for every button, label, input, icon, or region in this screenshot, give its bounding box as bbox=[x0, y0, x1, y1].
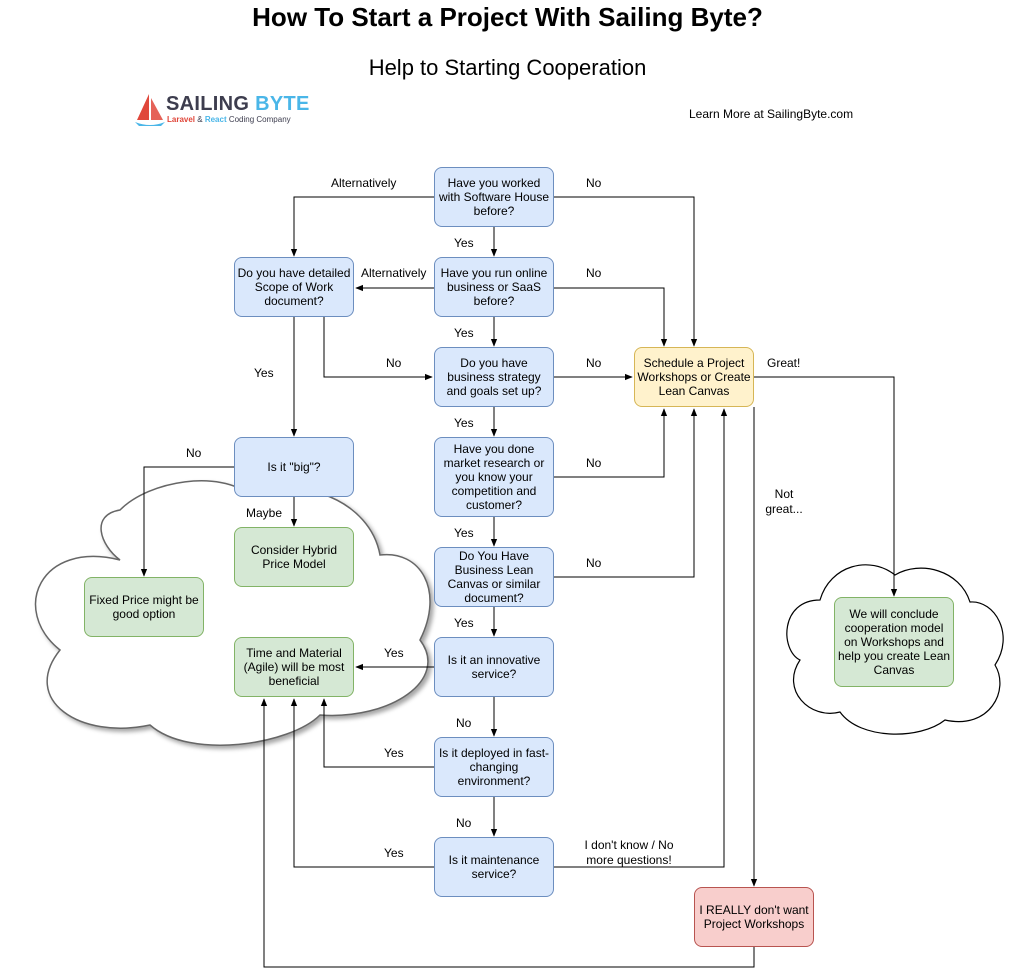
edge-label-no: No bbox=[386, 356, 402, 370]
question-scope-of-work: Do you have detailed Scope of Work docum… bbox=[234, 257, 354, 317]
edge-label-no: No bbox=[586, 176, 602, 190]
edge-label-dont-know: I don't know / No more questions! bbox=[584, 838, 674, 867]
edge-label-no: No bbox=[586, 266, 602, 280]
question-worked-with-software-house: Have you worked with Software House befo… bbox=[434, 167, 554, 227]
edge-label-alternatively: Alternatively bbox=[331, 176, 397, 190]
edge-label-maybe: Maybe bbox=[246, 506, 283, 520]
question-run-online-business: Have you run online business or SaaS bef… bbox=[434, 257, 554, 317]
sailing-byte-logo: SAILING BYTE Laravel & React Coding Comp… bbox=[133, 92, 313, 132]
question-business-strategy: Do you have business strategy and goals … bbox=[434, 347, 554, 407]
schedule-workshops-node: Schedule a Project Workshops or Create L… bbox=[634, 347, 754, 407]
sail-icon bbox=[135, 94, 165, 126]
edge-label-no: No bbox=[586, 356, 602, 370]
edge-label-yes: Yes bbox=[454, 236, 474, 250]
edge-label-yes: Yes bbox=[454, 616, 474, 630]
logo-tagline: Laravel & React Coding Company bbox=[167, 115, 291, 124]
page-title: How To Start a Project With Sailing Byte… bbox=[252, 2, 763, 32]
edge-label-no: No bbox=[586, 556, 602, 570]
edge-label-no: No bbox=[186, 446, 202, 460]
page-subtitle: Help to Starting Cooperation bbox=[368, 55, 647, 80]
edge-label-yes: Yes bbox=[384, 746, 404, 760]
edge-label-no: No bbox=[456, 716, 472, 730]
logo-wordmark: SAILING BYTE bbox=[166, 93, 310, 115]
edge-label-yes: Yes bbox=[454, 416, 474, 430]
edge-label-no: No bbox=[456, 816, 472, 830]
edge-label-not-great: Not great... bbox=[765, 487, 803, 516]
question-lean-canvas: Do You Have Business Lean Canvas or simi… bbox=[434, 547, 554, 607]
edge-label-yes: Yes bbox=[454, 326, 474, 340]
no-workshops-node: I REALLY don't want Project Workshops bbox=[694, 887, 814, 947]
edge-label-yes: Yes bbox=[384, 646, 404, 660]
edge-label-alternatively: Alternatively bbox=[361, 266, 427, 280]
time-and-material-node: Time and Material (Agile) will be most b… bbox=[234, 637, 354, 697]
edge-label-yes: Yes bbox=[454, 526, 474, 540]
question-maintenance-service: Is it maintenance service? bbox=[434, 837, 554, 897]
edge-label-yes: Yes bbox=[384, 846, 404, 860]
edge-label-great: Great! bbox=[767, 356, 801, 370]
question-market-research: Have you done market research or you kno… bbox=[434, 437, 554, 517]
question-innovative-service: Is it an innovative service? bbox=[434, 637, 554, 697]
question-fast-changing-environment: Is it deployed in fast-changing environm… bbox=[434, 737, 554, 797]
fixed-price-node: Fixed Price might be good option bbox=[84, 577, 204, 637]
conclude-cooperation-node: We will conclude cooperation model on Wo… bbox=[834, 597, 954, 687]
question-is-it-big: Is it "big"? bbox=[234, 437, 354, 497]
edge-label-no: No bbox=[586, 456, 602, 470]
learn-more-text: Learn More at SailingByte.com bbox=[689, 107, 854, 121]
edge-label-yes: Yes bbox=[254, 366, 274, 380]
hybrid-price-model-node: Consider Hybrid Price Model bbox=[234, 527, 354, 587]
